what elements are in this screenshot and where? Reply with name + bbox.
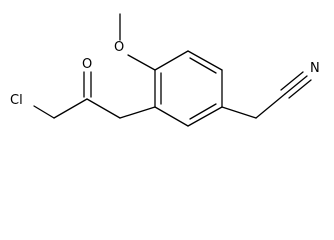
methoxy-group: O: [114, 13, 156, 71]
ring-double-bond-2: [189, 103, 217, 120]
ring-bond-2: [187, 50, 223, 71]
ch2-to-carbonyl-bond: [86, 98, 121, 119]
nitrile-triple-bond-b: [280, 71, 304, 91]
ring-bond-4: [187, 106, 223, 127]
ring-to-oxygen-bond: [127, 54, 156, 71]
ch2-to-chlorine-bond: [33, 105, 55, 119]
ring-double-bond-1: [189, 57, 217, 74]
ring-bond-1: [154, 50, 189, 71]
ring-to-ch2-bond: [119, 106, 156, 119]
ring-bond-5: [154, 106, 189, 127]
carbonyl-oxygen-label: O: [82, 57, 92, 72]
benzene-ring: [154, 50, 223, 127]
nitrile-triple-bond-c: [288, 79, 312, 99]
chlorine-label: Cl: [10, 93, 23, 108]
nitrile-triple-bond-a: [284, 75, 308, 95]
nitrile-nitrogen-label: N: [310, 61, 320, 76]
chemical-structure-diagram: O O Cl N: [10, 13, 320, 127]
ring-to-ch2cn-bond: [221, 106, 257, 119]
methoxy-oxygen-label: O: [114, 40, 124, 55]
cyanomethyl-group: N: [221, 61, 320, 119]
ch2-to-nitrile-carbon-bond: [255, 93, 286, 119]
carbonyl-to-ch2cl-bond: [53, 98, 88, 119]
chloroketone-chain: O Cl: [10, 57, 156, 119]
